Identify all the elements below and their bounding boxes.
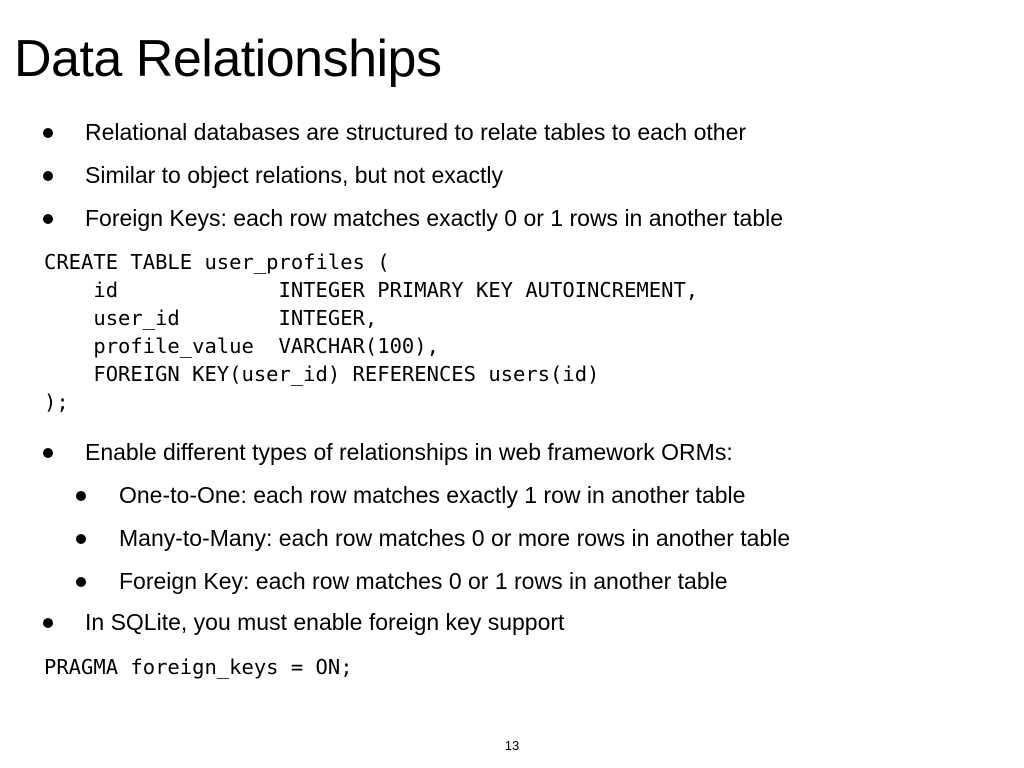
sub-bullet-text: Foreign Key: each row matches 0 or 1 row… (119, 568, 728, 594)
code-block-create-table: CREATE TABLE user_profiles ( id INTEGER … (44, 250, 699, 414)
bullet-text: Enable different types of relationships … (85, 439, 733, 465)
page-number: 13 (504, 738, 520, 753)
bullet-dot-icon (43, 214, 53, 224)
bullet-text: In SQLite, you must enable foreign key s… (85, 609, 565, 635)
bullet-dot-icon (76, 577, 86, 587)
bullet-dot-icon (43, 618, 53, 628)
bullet-text: Relational databases are structured to r… (85, 119, 747, 145)
bullet-text: Foreign Keys: each row matches exactly 0… (85, 205, 784, 231)
bullet-dot-icon (76, 491, 86, 501)
bullet-dot-icon (76, 534, 86, 544)
sub-bullet-text: Many-to-Many: each row matches 0 or more… (119, 525, 791, 551)
bullet-text: Similar to object relations, but not exa… (85, 162, 504, 188)
bullet-dot-icon (43, 171, 53, 181)
bullet-dot-icon (43, 448, 53, 458)
slide-title: Data Relationships (14, 30, 442, 88)
bullet-dot-icon (43, 128, 53, 138)
sub-bullet-text: One-to-One: each row matches exactly 1 r… (119, 482, 746, 508)
code-block-pragma: PRAGMA foreign_keys = ON; (44, 655, 353, 679)
